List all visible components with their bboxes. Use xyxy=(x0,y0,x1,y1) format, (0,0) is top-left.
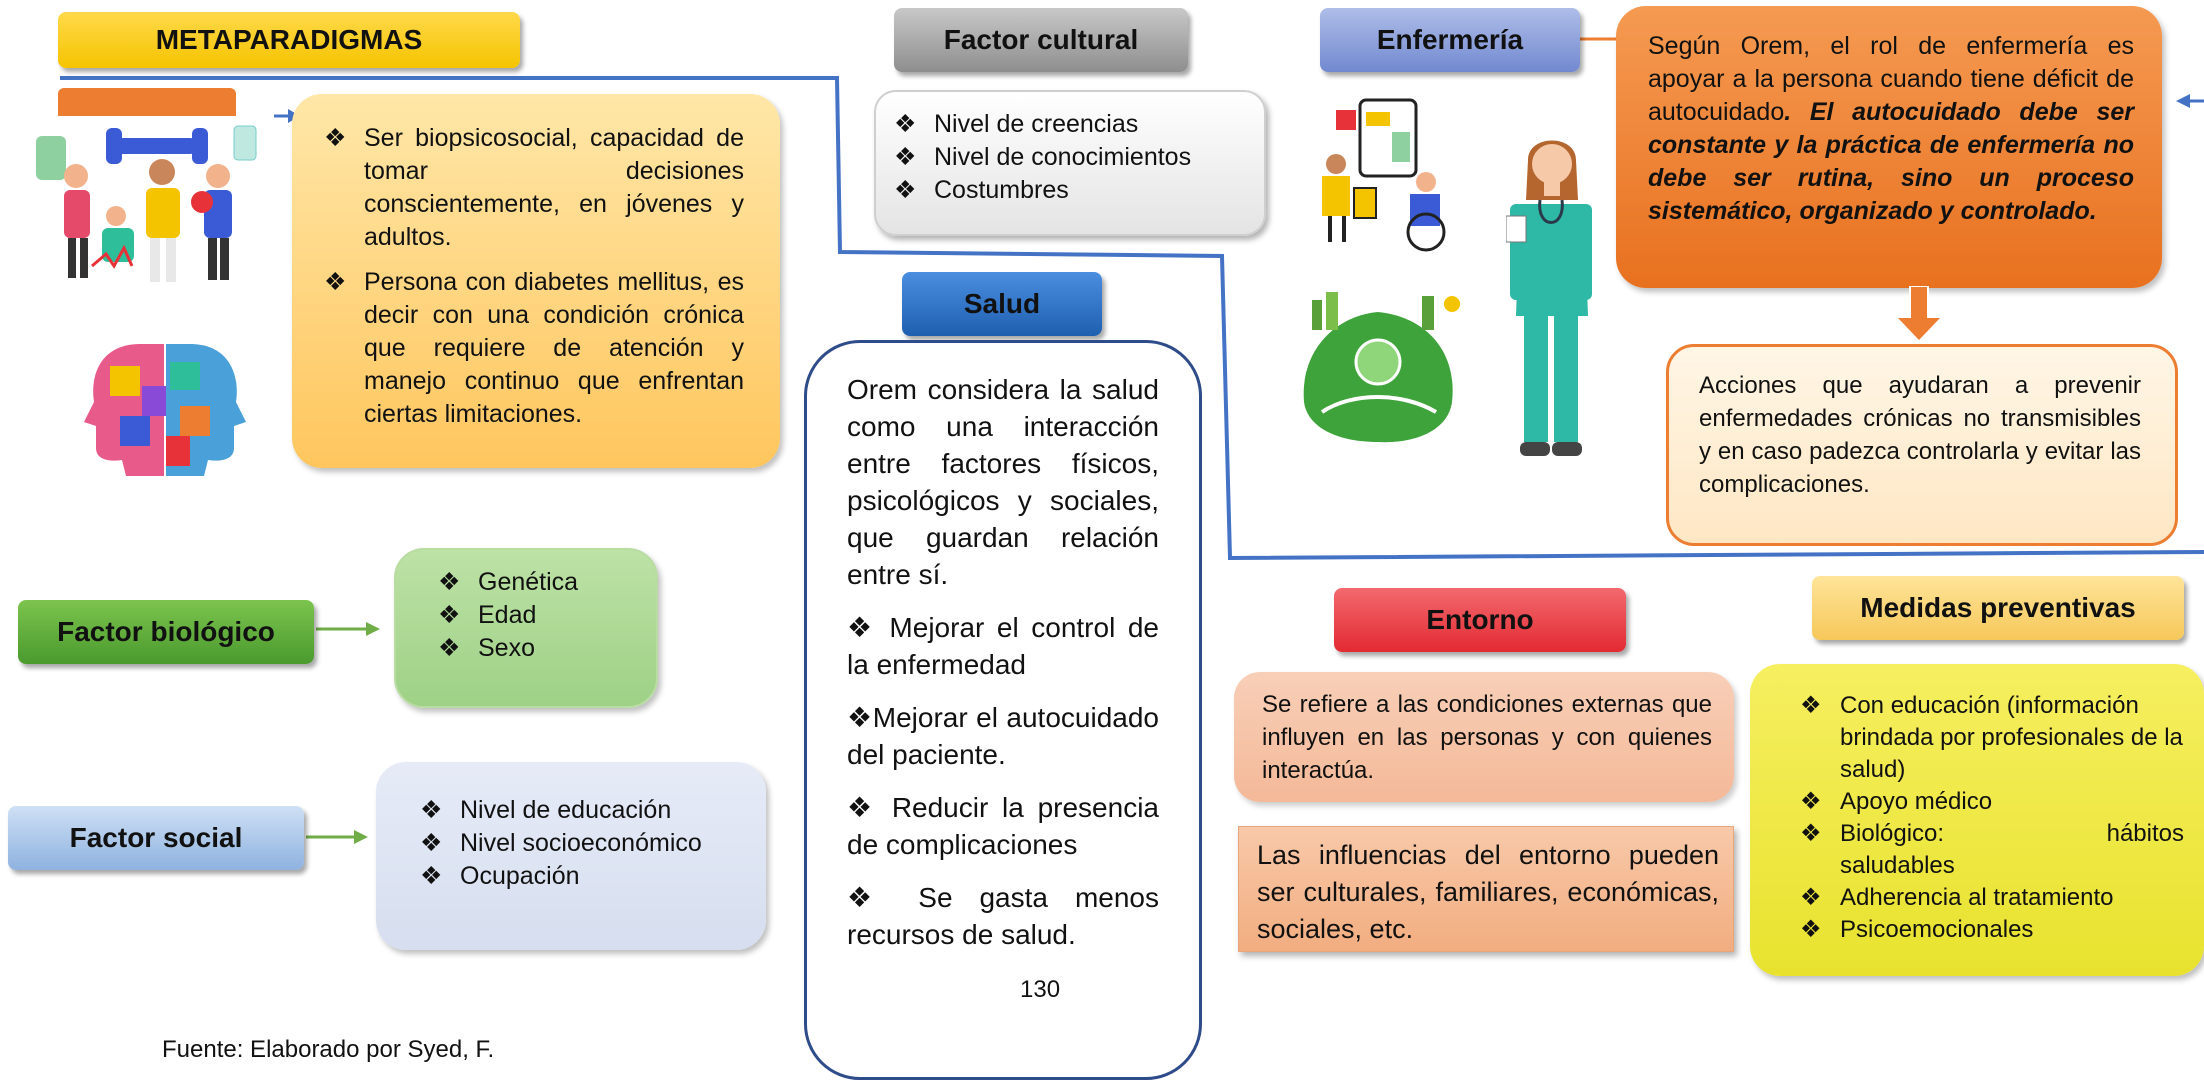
medidas-title: Medidas preventivas xyxy=(1860,592,2136,623)
factor-social-item: Nivel socioeconómico xyxy=(416,827,746,860)
medidas-item: Apoyo médico xyxy=(1796,786,2184,818)
nurse-illustration xyxy=(1506,140,1592,456)
metaparadigmas-title-text: METAPARADIGMAS xyxy=(155,24,423,55)
entorno-header: Entorno xyxy=(1334,588,1626,652)
medidas-item: Biológico: hábitos saludables xyxy=(1796,818,2184,882)
salud-item: ❖ Reducir la presencia de complicaciones xyxy=(847,792,1159,860)
factor-biologico-box: Genética Edad Sexo xyxy=(394,548,658,708)
entorno-text-1: Se refiere a las condiciones externas qu… xyxy=(1262,691,1712,784)
factor-cultural-list: Nivel de creencias Nivel de conocimiento… xyxy=(890,108,1250,207)
enfermeria-text-plain: Según Orem, el rol de enfermería es apoy… xyxy=(1648,32,2134,126)
metaparadigmas-title: METAPARADIGMAS xyxy=(58,12,520,68)
factor-social-list: Nivel de educación Nivel socioeconómico … xyxy=(416,794,746,893)
medidas-item: Psicoemocionales xyxy=(1796,914,2184,946)
enfermeria-header: Enfermería xyxy=(1320,8,1580,72)
page-number: 130 xyxy=(1020,976,1061,1003)
salud-item: ❖ Mejorar el control de la enfermedad xyxy=(847,612,1159,680)
persona-list: Ser biopsicosocial, capacidad de tomar d… xyxy=(320,122,744,431)
salud-box: Orem considera la salud como una interac… xyxy=(804,340,1202,1080)
medidas-box: Con educación (información brindada por … xyxy=(1750,664,2204,976)
enfermeria-text: Según Orem, el rol de enfermería es apoy… xyxy=(1648,30,2134,228)
factor-biologico-header: Factor biológico xyxy=(18,600,314,664)
source-note: Fuente: Elaborado por Syed, F. xyxy=(162,1036,495,1063)
entorno-text-2: Las influencias del entorno pueden ser c… xyxy=(1257,840,1719,944)
persona-item: Ser biopsicosocial, capacidad de tomar d… xyxy=(320,122,744,254)
factor-social-header: Factor social xyxy=(8,806,304,870)
factor-social-item: Nivel de educación xyxy=(416,794,746,827)
factor-social-box: Nivel de educación Nivel socioeconómico … xyxy=(376,762,766,950)
entorno-box-1: Se refiere a las condiciones externas qu… xyxy=(1234,672,1734,802)
care-illustration xyxy=(1322,98,1446,252)
factor-cultural-item: Nivel de conocimientos xyxy=(890,141,1250,174)
enfermeria-title: Enfermería xyxy=(1376,24,1524,55)
medidas-item: Adherencia al tratamiento xyxy=(1796,882,2184,914)
factor-cultural-item: Nivel de creencias xyxy=(890,108,1250,141)
factor-cultural-box: Nivel de creencias Nivel de conocimiento… xyxy=(874,90,1266,236)
salud-item: ❖Mejorar el autocuidado del paciente. xyxy=(847,702,1159,770)
factor-biologico-item: Sexo xyxy=(434,632,636,665)
factor-cultural-header: Factor cultural xyxy=(894,8,1188,72)
salud-intro: Orem considera la salud como una interac… xyxy=(847,374,1159,590)
entorno-box-2: Las influencias del entorno pueden ser c… xyxy=(1238,826,1734,952)
factor-social-item: Ocupación xyxy=(416,860,746,893)
persona-box: Ser biopsicosocial, capacidad de tomar d… xyxy=(292,94,780,468)
factor-biologico-item: Edad xyxy=(434,599,636,632)
factor-biologico-title: Factor biológico xyxy=(57,616,275,647)
factor-cultural-item: Costumbres xyxy=(890,174,1250,207)
acciones-box: Acciones que ayudaran a prevenir enferme… xyxy=(1666,344,2178,546)
healthy-people-illustration xyxy=(36,125,257,282)
medidas-header: Medidas preventivas xyxy=(1812,576,2184,640)
medidas-list: Con educación (información brindada por … xyxy=(1796,690,2184,946)
entorno-title: Entorno xyxy=(1426,604,1534,635)
factor-cultural-title: Factor cultural xyxy=(943,24,1139,55)
persona-tab xyxy=(58,88,236,116)
salud-item: ❖ Se gasta menos recursos de salud. xyxy=(847,882,1159,950)
factor-biologico-item: Genética xyxy=(434,566,636,599)
down-arrow-icon xyxy=(1898,286,1940,340)
factor-biologico-list: Genética Edad Sexo xyxy=(434,566,636,665)
factor-social-title: Factor social xyxy=(69,822,243,853)
puzzle-heads-icon xyxy=(84,344,246,476)
persona-item: Persona con diabetes mellitus, es decir … xyxy=(320,266,744,431)
salud-title: Salud xyxy=(963,288,1041,319)
medidas-item: Con educación (información brindada por … xyxy=(1796,690,2184,786)
green-environment-icon xyxy=(1303,292,1460,443)
acciones-text: Acciones que ayudaran a prevenir enferme… xyxy=(1699,372,2141,498)
enfermeria-text-bold: . El autocuidado debe ser constante y la… xyxy=(1648,98,2134,225)
salud-header: Salud xyxy=(902,272,1102,336)
enfermeria-box: Según Orem, el rol de enfermería es apoy… xyxy=(1616,6,2162,288)
